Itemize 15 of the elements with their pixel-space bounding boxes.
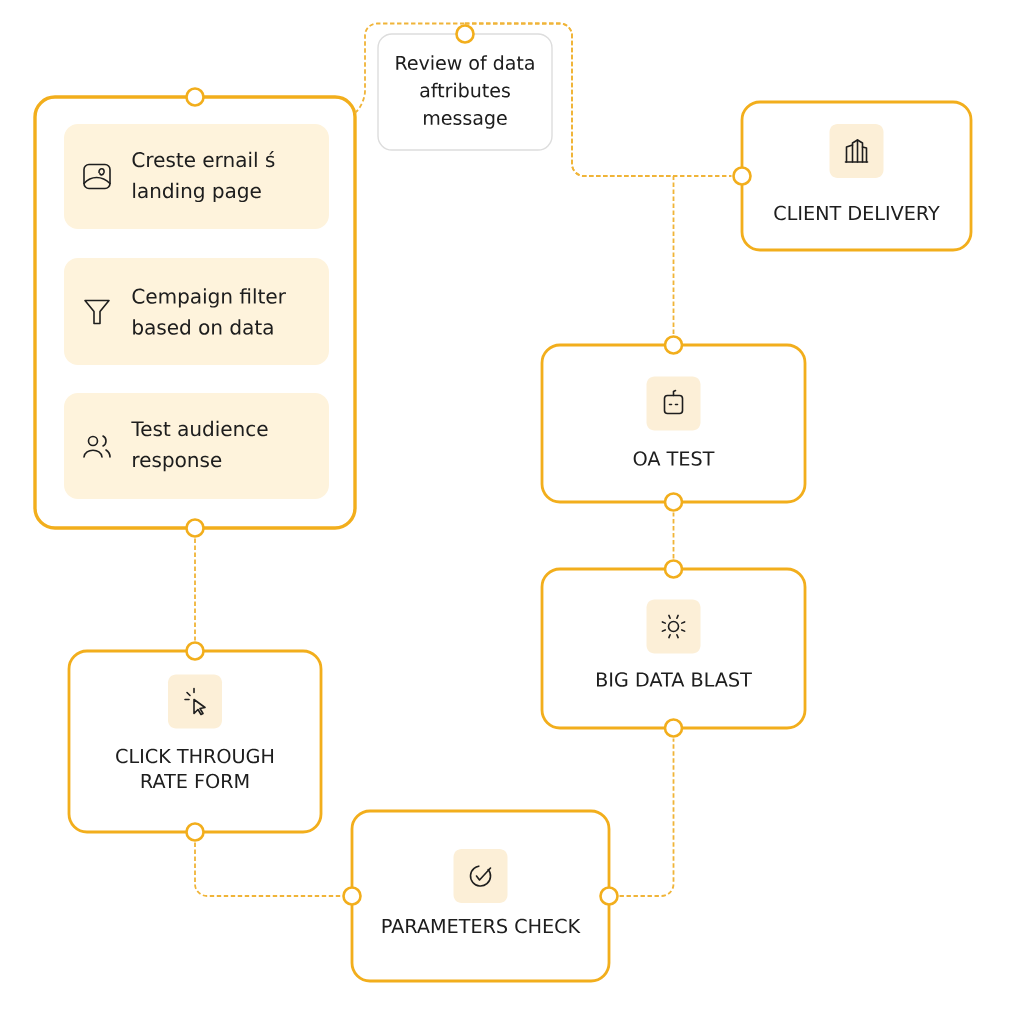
step-card: Cempaign filter based on data <box>64 258 329 365</box>
process-box: BIG DATA BLAST <box>540 567 807 730</box>
connector-line <box>354 22 466 114</box>
connector-line <box>464 22 675 336</box>
process-box: OA TEST <box>540 343 807 504</box>
connector-line <box>194 841 343 897</box>
process-box: PARAMETERS CHECK <box>350 809 611 983</box>
process-box: CLIENT DELIVERY <box>740 100 973 252</box>
process-box: CLICK THROUGH RATE FORM <box>67 649 323 834</box>
connector-line <box>618 737 675 897</box>
connector-line <box>194 537 196 642</box>
note-box: Review of data aftributes message <box>377 33 553 151</box>
step-card: Creste ernail ś landing page <box>64 124 329 229</box>
step-card: Test audience response <box>64 393 329 499</box>
connector-line <box>672 511 675 560</box>
